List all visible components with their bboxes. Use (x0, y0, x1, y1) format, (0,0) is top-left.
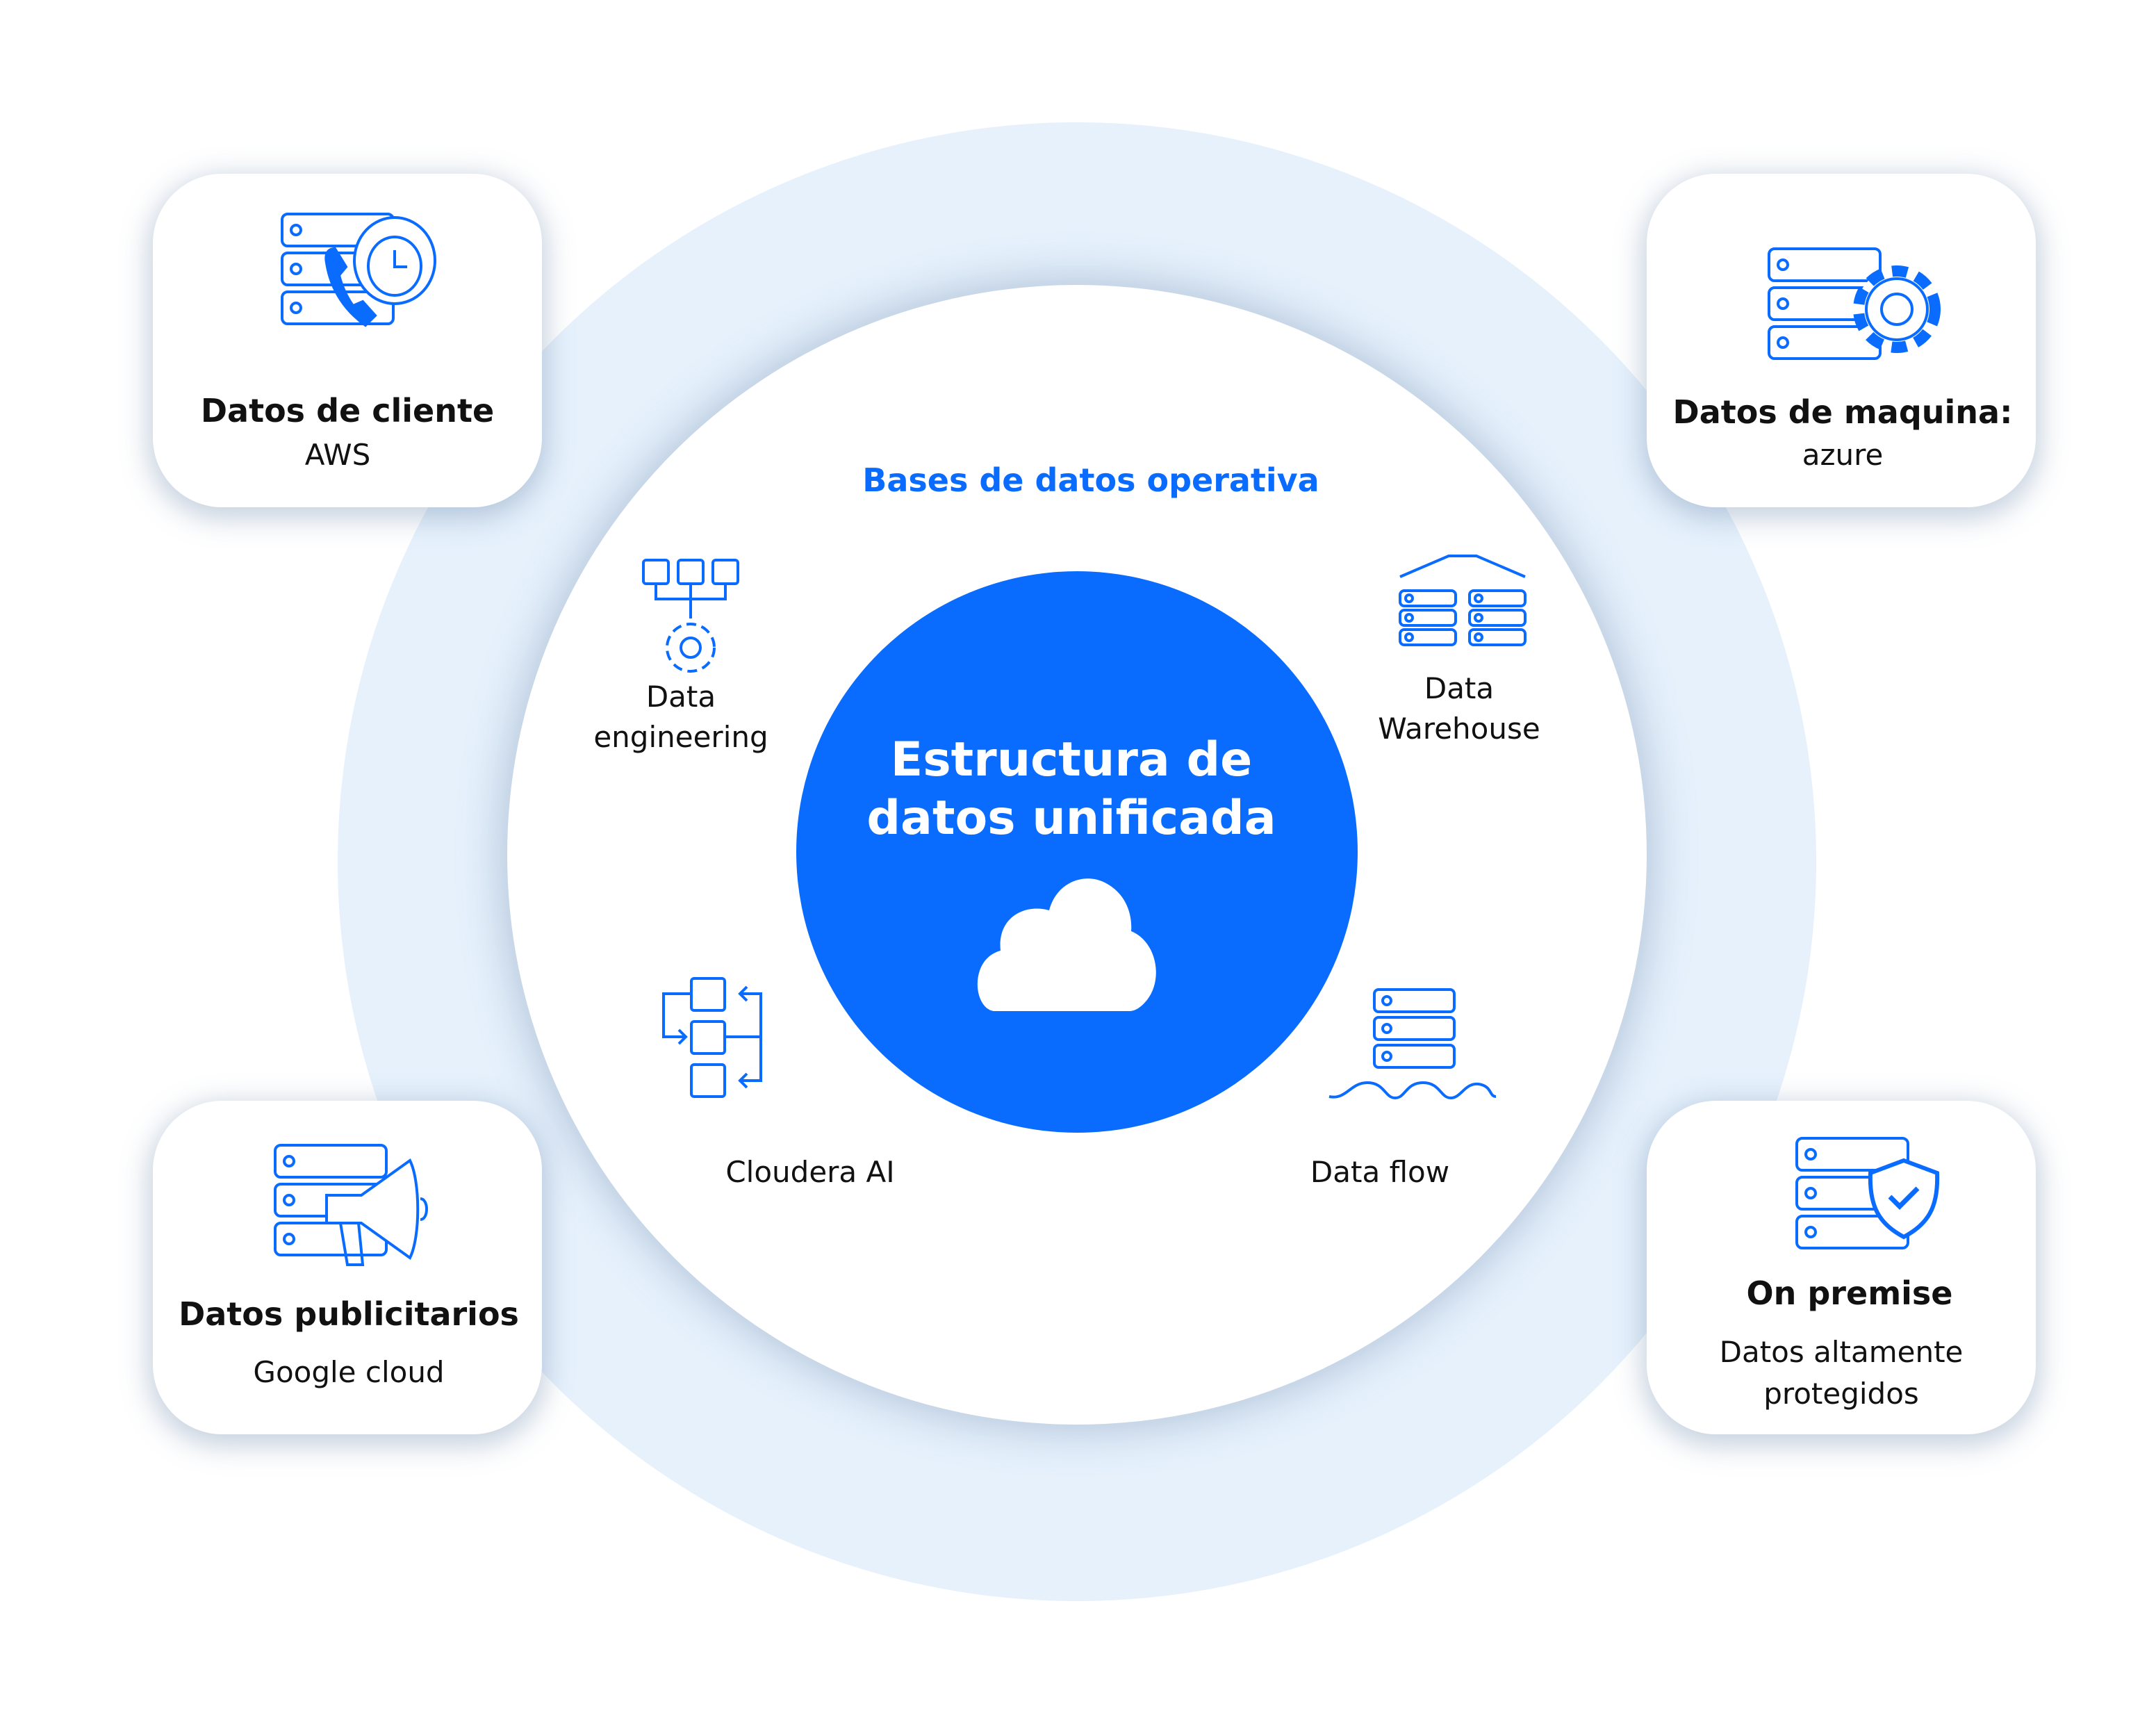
service-data-engineering: Data engineering (593, 677, 768, 757)
service-label-line: engineering (593, 720, 768, 754)
core-title-line-2: datos unificada (866, 791, 1276, 846)
core-title: Estructura de datos unificada (866, 731, 1276, 848)
source-title: Datos de maquina: (1672, 393, 2013, 431)
source-title: Datos publicitarios (179, 1295, 519, 1333)
core-title-line-1: Estructura de (890, 732, 1253, 787)
source-subtitle-line: Datos altamente (1719, 1335, 1964, 1369)
service-cloudera-ai: Cloudera AI (725, 1155, 895, 1189)
source-subtitle: Google cloud (253, 1355, 445, 1389)
source-title: On premise (1746, 1274, 1953, 1312)
unified-data-core (796, 571, 1358, 1133)
source-card-advertising (153, 1101, 542, 1434)
server-megaphone-icon (274, 1144, 428, 1266)
server-shield-icon (1795, 1137, 1940, 1249)
service-label-line: Data (645, 680, 716, 714)
source-subtitle-line: protegidos (1763, 1377, 1919, 1411)
source-subtitle: Datos altamente protegidos (1720, 1331, 1964, 1415)
warehouse-icon (1399, 555, 1527, 646)
service-label-line: Warehouse (1378, 712, 1540, 746)
server-phone-clock-icon (281, 213, 436, 327)
flow-blocks-icon (662, 977, 762, 1098)
source-card-on-premise (1647, 1101, 2036, 1434)
source-card-machine (1647, 174, 2036, 507)
source-subtitle: AWS (304, 438, 371, 472)
service-data-warehouse: Data Warehouse (1378, 669, 1540, 749)
service-data-flow: Data flow (1310, 1155, 1450, 1189)
service-label-line: Data (1424, 671, 1495, 705)
source-card-customer (153, 174, 542, 507)
server-waves-icon (1328, 988, 1497, 1100)
server-gear-icon (1768, 247, 1941, 360)
ring-heading: Bases de datos operativa (862, 461, 1319, 499)
gear-network-icon (642, 559, 739, 673)
source-title: Datos de cliente (200, 392, 495, 429)
cloud-icon (977, 878, 1156, 1011)
source-subtitle: azure (1802, 438, 1884, 472)
